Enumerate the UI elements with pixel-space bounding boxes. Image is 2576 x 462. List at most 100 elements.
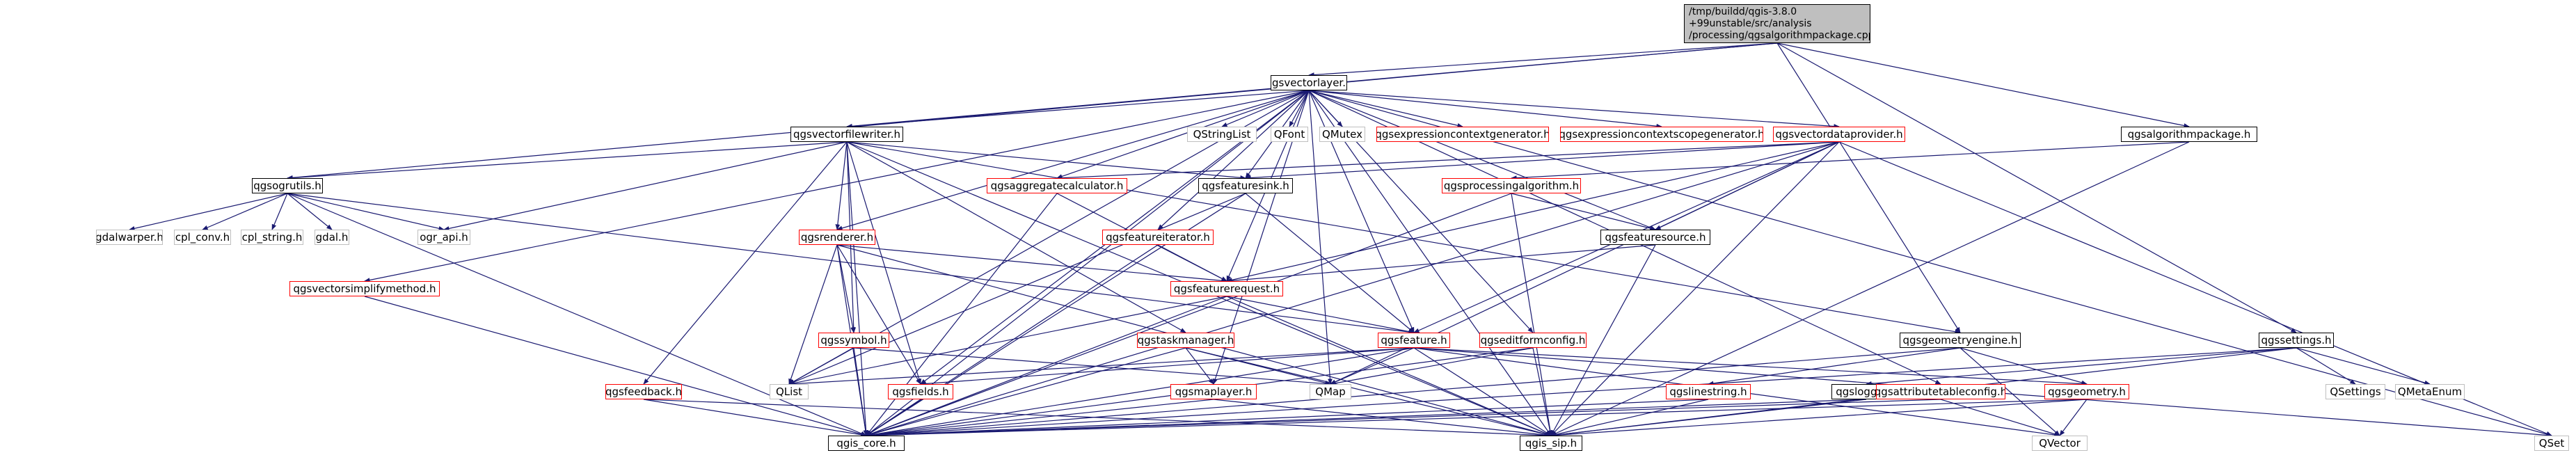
edge-qgsfeature-to-qgis_sip	[1413, 347, 1552, 436]
node-label: QFont	[1273, 128, 1305, 141]
node-qgsfeature[interactable]: qgsfeature.h	[1378, 333, 1450, 348]
edge-qgsvectorfilewriter-to-qgsgeometryengine	[846, 141, 1961, 335]
node-ogr-api: ogr_api.h	[418, 230, 470, 245]
node-qgssymbol[interactable]: qgssymbol.h	[818, 333, 889, 348]
node-qgsfeaturerequest[interactable]: qgsfeaturerequest.h	[1170, 281, 1283, 296]
root-line-3: /processing/qgsalgorithmpackage.cpp	[1689, 29, 1870, 41]
edge-qgsvectorlayer-to-qset	[1308, 90, 2552, 437]
node-qgsfeaturesink[interactable]: qgsfeaturesink.h	[1198, 178, 1293, 193]
edge-qgsmaplayer-to-qgis_core	[866, 399, 1214, 438]
edge-qgsfeedback-to-qgis_core	[643, 399, 867, 438]
edge-qgsvectorsimplifymethod-to-qgis_core	[364, 296, 867, 437]
node-label: gdal.h	[315, 231, 349, 244]
node-qgsattributetableconfig[interactable]: qgsattributetableconfig.h	[1876, 384, 2005, 399]
node-qgssettings[interactable]: qgssettings.h	[2259, 333, 2334, 348]
node-qmetaenum: QMetaEnum	[2395, 384, 2465, 399]
node-qgslinestring[interactable]: qgslinestring.h	[1666, 384, 1751, 399]
edge-qgsgeometry-to-qgis_sip	[1550, 399, 2088, 438]
edge-qgsfeature-to-qgsfields	[920, 347, 1415, 386]
edge-qgsmaplayer-to-qgis_sip	[1213, 399, 1552, 438]
node-qgis-sip[interactable]: qgis_sip.h	[1520, 436, 1582, 451]
node-qgsfeatureiterator[interactable]: qgsfeatureiterator.h	[1102, 230, 1214, 245]
node-qgsprocessingalgorithm[interactable]: qgsprocessingalgorithm.h	[1442, 178, 1581, 193]
node-qgsfeaturesource[interactable]: qgsfeaturesource.h	[1600, 230, 1710, 245]
edge-qgstaskmanager-to-qgsmaplayer	[1185, 347, 1214, 385]
edge-qgsogrutils-to-cpl_string	[271, 193, 288, 230]
edge-qgsvectorlayer-to-qgis_sip	[1308, 90, 1552, 436]
node-qgsvectordataprovider[interactable]: qgsvectordataprovider.h	[1773, 127, 1905, 142]
edge-qgsattributetableconfig-to-qgis_core	[866, 399, 1941, 438]
edge-root-to-qgsvectorlayer	[1308, 42, 1778, 77]
node-label: QMetaEnum	[2397, 385, 2463, 398]
node-qgis-core[interactable]: qgis_core.h	[828, 436, 905, 451]
edge-qgsvectordataprovider-to-qgsaggregatecalculator	[1056, 141, 1840, 181]
edge-qgsvectorlayer-to-qgsaggregatecalculator	[1056, 90, 1310, 179]
edge-qgsogrutils-to-qgsfeature	[287, 193, 1415, 335]
node-qgsexpressioncontextgenerator[interactable]: qgsexpressioncontextgenerator.h	[1376, 127, 1549, 142]
node-qset: QSet	[2534, 436, 2569, 451]
node-qgsvectorsimplifymethod[interactable]: qgsvectorsimplifymethod.h	[289, 281, 440, 296]
node-qgsrenderer[interactable]: qgsrenderer.h	[799, 230, 875, 245]
edge-qgseditformconfig-to-qgis_sip	[1532, 347, 1552, 436]
node-qgsogrutils[interactable]: qgsogrutils.h	[252, 178, 323, 193]
node-label: QSettings	[2330, 385, 2381, 398]
edge-qgsvectorfilewriter-to-ogr_api	[443, 141, 848, 231]
node-label: qgsrenderer.h	[800, 231, 874, 244]
edge-qgsfeaturerequest-to-qlist	[788, 296, 1227, 385]
node-label: qgsfeaturerequest.h	[1173, 282, 1280, 295]
edge-qgsvectorlayer-to-qgsvectorsimplifymethod	[364, 90, 1310, 282]
edge-qgsgeometryengine-to-qgslinestring	[1708, 347, 1961, 386]
node-qgsgeometry[interactable]: qgsgeometry.h	[2044, 384, 2129, 399]
edge-root-to-qgsalgorithmpackage	[1776, 42, 2190, 128]
edge-qgsvectorlayer-to-qgsvectorfilewriter	[846, 90, 1310, 129]
edge-qgsvectordataprovider-to-qgis_sip	[1550, 141, 1840, 436]
edge-qgsvectorlayer-to-qgsfeaturesource	[1308, 90, 1656, 230]
node-qgsvectorfilewriter[interactable]: qgsvectorfilewriter.h	[790, 127, 903, 142]
edge-qgsgeometry-to-qvector	[2059, 399, 2088, 436]
edge-qgsvectorlayer-to-qfont	[1289, 90, 1310, 127]
edge-qgsvectorfilewriter-to-qgstaskmanager	[846, 141, 1186, 333]
edge-qgsvectordataprovider-to-qgsfeaturesink	[1245, 141, 1840, 180]
edge-qgsfeaturesink-to-qgsfeature	[1245, 193, 1415, 333]
node-label: qgslinestring.h	[1669, 385, 1747, 398]
node-qgstaskmanager[interactable]: qgstaskmanager.h	[1137, 333, 1234, 348]
edge-qgssettings-to-qmetaenum	[2296, 347, 2431, 385]
edge-qgsrenderer-to-qlist	[788, 244, 838, 385]
edge-qgsvectorfilewriter-to-qgsfields	[846, 141, 922, 385]
edge-qgsalgorithmpackage-to-qgsprocessingalgorithm	[1511, 141, 2190, 180]
edge-qgslogger-to-qgis_core	[866, 399, 1867, 438]
node-qgsfeedback[interactable]: qgsfeedback.h	[605, 384, 682, 399]
edge-qgsvectorfilewriter-to-qgis_core	[846, 141, 868, 436]
edge-root-to-qgsgeometryengine	[1776, 42, 1961, 333]
edge-qgsgeometryengine-to-qgsgeometry	[1959, 347, 2088, 385]
edge-qgsgeometryengine-to-qgis_core	[866, 347, 1961, 438]
node-qgsmaplayer[interactable]: qgsmaplayer.h	[1170, 384, 1257, 399]
node-cpl-conv: cpl_conv.h	[174, 230, 231, 245]
node-qgsexpressioncontextscopegenerator[interactable]: qgsexpressioncontextscopegenerator.h	[1560, 127, 1763, 142]
node-label: qgsmaplayer.h	[1175, 385, 1253, 398]
node-qgsalgorithmpackage[interactable]: qgsalgorithmpackage.h	[2121, 127, 2257, 142]
node-cpl-string: cpl_string.h	[241, 230, 303, 245]
root-line-1: /tmp/buildd/qgis-3.8.0	[1689, 6, 1797, 17]
root-file-node[interactable]: /tmp/buildd/qgis-3.8.0 +99unstable/src/a…	[1684, 4, 1870, 43]
node-label: qgsexpressioncontextscopegenerator.h	[1560, 128, 1763, 141]
node-qgsgeometryengine[interactable]: qgsgeometryengine.h	[1900, 333, 2021, 348]
node-qgsvectorlayer[interactable]: qgsvectorlayer.h	[1271, 75, 1347, 90]
edge-qgsvectordataprovider-to-qgsfeaturerequest	[1226, 141, 1840, 282]
edge-qgseditformconfig-to-qmap	[1330, 347, 1534, 385]
edge-qgsfeaturesource-to-qgis_sip	[1550, 244, 1656, 436]
node-qgseditformconfig[interactable]: qgseditformconfig.h	[1479, 333, 1587, 348]
node-qgsfields[interactable]: qgsfields.h	[888, 384, 953, 399]
node-label: qgsfeaturesink.h	[1202, 180, 1289, 192]
root-line-2: +99unstable/src/analysis	[1689, 17, 1812, 29]
node-gdal: gdal.h	[315, 230, 349, 245]
edge-qgsprocessingalgorithm-to-qgis_core	[866, 193, 1512, 436]
node-label: qgssettings.h	[2261, 334, 2332, 346]
edge-qgsvectorfilewriter-to-qgsogrutils	[287, 141, 848, 180]
edge-qgsogrutils-to-gdal	[287, 193, 333, 230]
node-qgsaggregatecalculator[interactable]: qgsaggregatecalculator.h	[987, 178, 1127, 193]
node-label: qgstaskmanager.h	[1137, 334, 1234, 346]
node-qstringlist: QStringList	[1187, 127, 1257, 142]
